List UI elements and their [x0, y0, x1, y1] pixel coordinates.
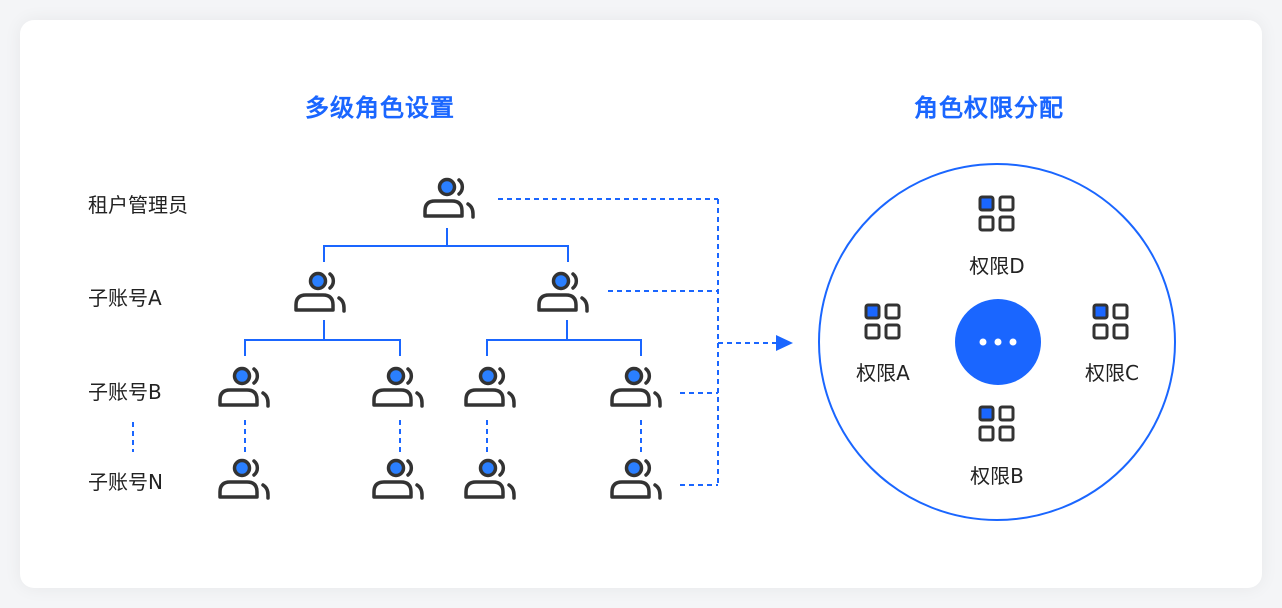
left-title: 多级角色设置: [305, 94, 455, 122]
perm-label-b: 权限B: [970, 464, 1024, 488]
user-icon-tenant-admin: [423, 177, 475, 219]
user-icon-sub-n-3: [464, 458, 516, 500]
level-label-sub-a: 子账号A: [88, 286, 162, 310]
user-icon-sub-b-1: [218, 366, 270, 408]
arrow-head-icon: [776, 335, 793, 351]
user-icon-sub-n-1: [218, 458, 270, 500]
level-label-tenant-admin: 租户管理员: [88, 193, 188, 217]
perm-label-d: 权限D: [969, 254, 1025, 278]
user-icon-sub-a-1: [294, 271, 346, 313]
user-icon-sub-b-2: [372, 366, 424, 408]
user-icon-sub-n-2: [372, 458, 424, 500]
right-title: 角色权限分配: [914, 94, 1064, 122]
level-label-sub-b: 子账号B: [88, 380, 162, 404]
perm-label-c: 权限C: [1085, 361, 1139, 385]
level-label-sub-n: 子账号N: [88, 470, 163, 494]
tree-connectors: [244, 228, 642, 356]
user-icon-sub-b-3: [464, 366, 516, 408]
user-icon-sub-a-2: [537, 271, 589, 313]
user-icon-sub-n-4: [610, 458, 662, 500]
perm-label-a: 权限A: [856, 361, 910, 385]
user-icon-sub-b-4: [610, 366, 662, 408]
dashed-links: [132, 198, 778, 486]
